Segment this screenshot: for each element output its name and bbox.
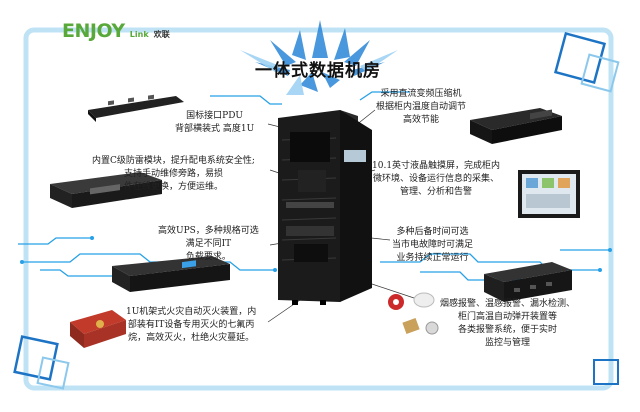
air-conditioner-image — [470, 108, 562, 144]
feature-ups-line-2: 满足不同IT — [185, 239, 232, 249]
feature-lcd-line-3: 管理、分析和告警 — [400, 187, 473, 197]
feature-lcd-line-1: 10.1英寸液晶触摸屏，完成柜内 — [372, 161, 501, 171]
logo-sub-text: Link — [129, 30, 149, 39]
feature-fire: 1U机架式火灾自动灭火装置，内 部装有IT设备专用灭火的七氟丙 烷，高效灭火，杜… — [126, 306, 256, 345]
feature-alarm-line-4: 监控与管理 — [485, 338, 531, 348]
page-title: 一体式数据机房 — [255, 61, 381, 81]
feature-ups: 高效UPS，多种规格可选 满足不同IT 负载要求。 — [158, 225, 259, 264]
feature-ac: 采用直流变频压缩机 根据柜内温度自动调节 高效节能 — [376, 88, 466, 127]
feature-battery: 多种后备时间可选 当市电故障时可满足 业务持续正常运行 — [392, 226, 473, 265]
feature-pdu: 国标接口PDU 背部横装式 高度1U — [175, 110, 254, 136]
logo-main-text: ENJOY — [62, 20, 125, 42]
feature-alarm-line-1: 烟感报警、温感报警、漏水检测、 — [440, 299, 576, 309]
feature-battery-line-2: 当市电故障时可满足 — [392, 240, 474, 250]
feature-pdu-line-1: 国标接口PDU — [186, 111, 244, 121]
feature-alarm-line-2: 柜门高温自动弹开装置等 — [458, 312, 558, 322]
logo-cn-text: 欢联 — [153, 30, 170, 39]
feature-lcd: 10.1英寸液晶触摸屏，完成柜内 微环境、设备运行信息的采集、 管理、分析和告警 — [372, 160, 500, 199]
feature-battery-line-1: 多种后备时间可选 — [396, 227, 469, 237]
feature-fire-line-1: 1U机架式火灾自动灭火装置，内 — [126, 307, 257, 317]
feature-ac-line-2: 根据柜内温度自动调节 — [376, 102, 467, 112]
feature-module: 内置C级防雷模块，提升配电系统安全性; 支持手动维修旁路，易损 件在线更换，方便… — [92, 155, 255, 194]
feature-ac-line-3: 高效节能 — [403, 115, 440, 125]
feature-module-line-3: 件在线更换，方便运维。 — [123, 182, 223, 192]
battery-pack-image — [484, 262, 572, 302]
lightning-module-image — [50, 172, 162, 208]
feature-ups-line-3: 负载要求。 — [185, 252, 231, 262]
feature-alarm: 烟感报警、温感报警、漏水检测、 柜门高温自动弹开装置等 各类报警系统，便于实时 … — [440, 298, 575, 350]
ups-image — [112, 256, 230, 292]
fire-suppression-image — [70, 310, 126, 348]
feature-ac-line-1: 采用直流变频压缩机 — [380, 89, 462, 99]
feature-ups-line-1: 高效UPS，多种规格可选 — [158, 226, 259, 236]
server-cabinet-image — [278, 110, 372, 305]
feature-fire-line-3: 烷，高效灭火，杜绝火灾蔓延。 — [128, 333, 255, 343]
feature-fire-line-2: 部装有IT设备专用灭火的七氟丙 — [127, 320, 255, 330]
feature-lcd-line-2: 微环境、设备运行信息的采集、 — [373, 174, 500, 184]
brand-logo: ENJOY Link 欢联 — [62, 20, 170, 42]
feature-alarm-line-3: 各类报警系统，便于实时 — [458, 325, 558, 335]
alarm-sensors-image — [388, 292, 439, 335]
pdu-image — [88, 94, 184, 122]
feature-battery-line-3: 业务持续正常运行 — [396, 253, 469, 263]
feature-pdu-line-2: 背部横装式 高度1U — [175, 124, 255, 134]
feature-module-line-2: 支持手动维修旁路，易损 — [123, 169, 223, 179]
feature-module-line-1: 内置C级防雷模块，提升配电系统安全性; — [92, 156, 255, 166]
lcd-touchscreen-image — [518, 170, 580, 218]
